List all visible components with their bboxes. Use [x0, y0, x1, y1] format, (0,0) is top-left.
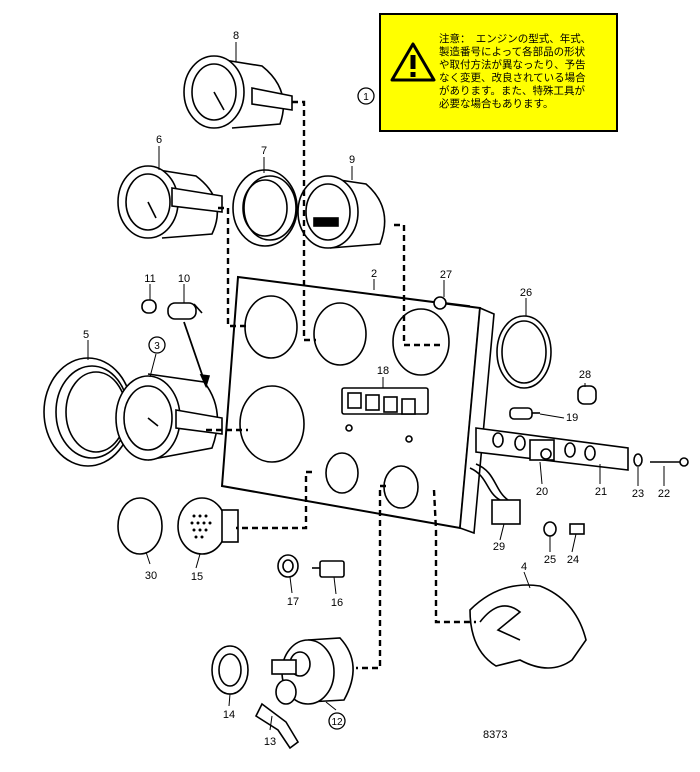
- callout-17: 17: [287, 596, 299, 608]
- caution-notice-box: 注意： エンジンの型式、年式、 製造番号によって各部品の形状 や取付方法が異なっ…: [379, 13, 618, 132]
- bezel-ring-7: [232, 169, 298, 247]
- bulb-28: [577, 385, 597, 405]
- diagram-number: 8373: [483, 729, 508, 741]
- ring-14: [211, 645, 249, 695]
- callout-4: 4: [521, 561, 527, 573]
- screw-22: [650, 457, 689, 467]
- callout-22: 22: [658, 488, 670, 500]
- bezel-ring-26: [496, 315, 552, 389]
- caution-line-1: 注意： エンジンの型式、年式、: [439, 33, 592, 45]
- callout-5: 5: [83, 329, 89, 341]
- switch-16: [312, 560, 345, 578]
- callout-9: 9: [349, 154, 355, 166]
- bezel-ring-5: [43, 357, 133, 467]
- callout-14: 14: [223, 709, 235, 721]
- callout-13: 13: [264, 736, 276, 748]
- callout-labels: 8 6 7 9 2 11 10 27 26 5 18 28 19 20 21 2…: [83, 30, 670, 748]
- caution-line-6: 必要な場合もあります。: [439, 98, 554, 110]
- callout-7: 7: [261, 145, 267, 157]
- gauge-8: [183, 55, 293, 129]
- caution-line-5: があります。また、特殊工具が: [439, 85, 585, 97]
- caution-line-4: なく変更、改良されている場合: [439, 72, 586, 84]
- callout-16: 16: [331, 597, 343, 609]
- callout-21: 21: [595, 486, 607, 498]
- instrument-panel: [220, 275, 495, 535]
- wiring-29: [469, 463, 521, 525]
- screw-27: [433, 296, 471, 310]
- washer-23: [633, 453, 643, 467]
- bulb-19: [509, 407, 540, 420]
- callout-25: 25: [544, 554, 556, 566]
- callout-29: 29: [493, 541, 505, 553]
- callout-24: 24: [567, 554, 579, 566]
- leader-lines: [87, 42, 665, 731]
- callout-10: 10: [178, 273, 190, 285]
- socket-15: [177, 497, 239, 555]
- callout-23: 23: [632, 488, 644, 500]
- tachometer-3: [115, 373, 223, 461]
- callout-30: 30: [145, 570, 157, 582]
- steering-column-cover-4: [469, 584, 587, 669]
- callout-1: 1: [363, 92, 369, 103]
- key-13: [254, 659, 300, 750]
- callout-28: 28: [579, 369, 591, 381]
- gauge-6: [117, 165, 223, 239]
- cover-cap-30: [117, 497, 163, 555]
- callout-18: 18: [377, 365, 389, 377]
- assembly-guide-lines: [206, 100, 476, 670]
- callout-6: 6: [156, 134, 162, 146]
- callout-12: 12: [331, 717, 343, 728]
- callout-15: 15: [191, 571, 203, 583]
- gauge-9: [297, 175, 386, 249]
- washer-25: [543, 521, 557, 537]
- bulb-11: [141, 299, 157, 314]
- callout-26: 26: [520, 287, 532, 299]
- bulb-holder-10: [167, 302, 203, 320]
- screw-24: [569, 523, 585, 535]
- callout-3: 3: [154, 341, 160, 352]
- callout-8: 8: [233, 30, 239, 42]
- circled-callouts: [148, 87, 375, 730]
- lamp-strip-21: [475, 427, 629, 471]
- callout-11: 11: [144, 273, 155, 285]
- callout-20: 20: [536, 486, 548, 498]
- callout-19: 19: [566, 412, 578, 424]
- caution-line-3: や取付方法が異なったり、予告: [439, 59, 586, 71]
- caution-notice-text: 注意： エンジンの型式、年式、 製造番号によって各部品の形状 や取付方法が異なっ…: [439, 33, 615, 111]
- callout-27: 27: [440, 269, 452, 281]
- exclamation-triangle-icon: [390, 42, 436, 82]
- caution-line-2: 製造番号によって各部品の形状: [439, 46, 586, 58]
- knob-17: [277, 554, 299, 578]
- callout-2: 2: [371, 268, 377, 280]
